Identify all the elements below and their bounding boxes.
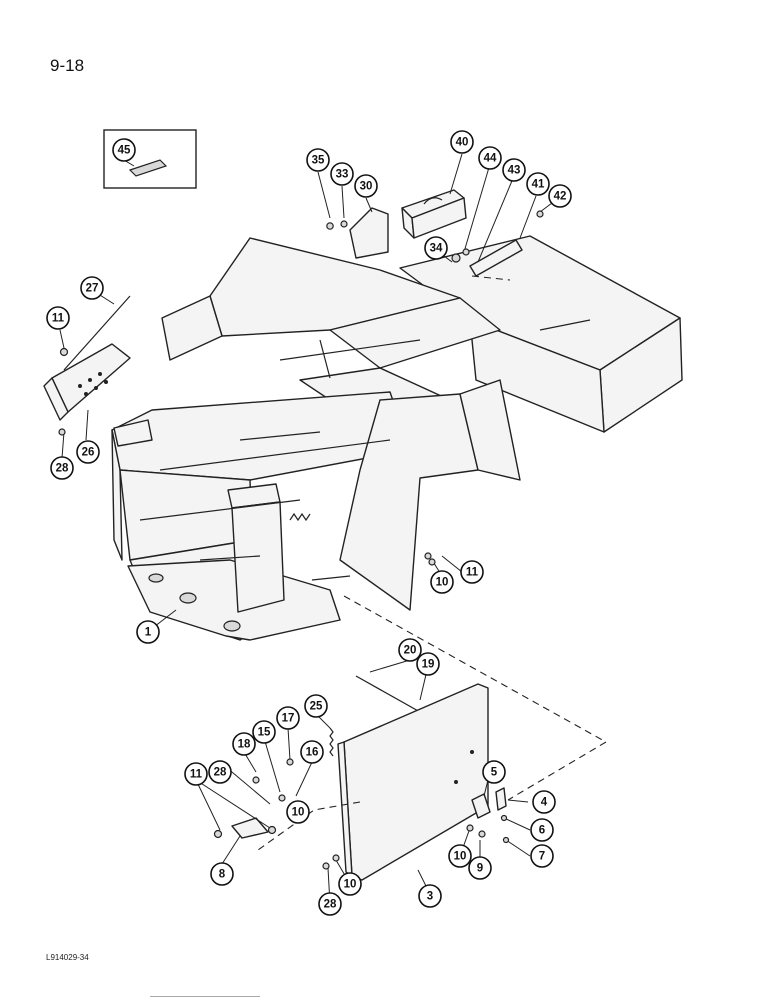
callout-number: 1 [145,627,152,639]
callout-28: 28 [318,892,342,916]
callout-number: 10 [436,577,449,589]
callout-1: 1 [136,620,160,644]
callout-number: 45 [118,145,131,157]
callout-number: 20 [404,645,417,657]
decal-45 [128,159,168,177]
spring-25 [329,727,334,757]
step-26 [43,343,131,421]
callout-42: 42 [548,184,572,208]
bottom-rule [150,996,260,997]
callout-30: 30 [354,174,378,198]
callout-number: 11 [466,567,479,579]
callout-number: 19 [422,659,435,671]
callout-9: 9 [468,856,492,880]
callout-number: 28 [214,767,227,779]
callout-45: 45 [112,138,136,162]
callout-number: 30 [360,181,373,193]
callout-28: 28 [50,456,74,480]
callout-10: 10 [286,800,310,824]
callout-number: 7 [539,851,545,863]
callout-19: 19 [416,652,440,676]
callout-number: 28 [56,463,69,475]
callout-number: 4 [541,797,548,809]
callout-number: 6 [539,825,545,837]
callout-number: 18 [238,739,251,751]
callout-27: 27 [80,276,104,300]
callout-number: 25 [310,701,323,713]
strap-41 [469,239,523,277]
callout-number: 10 [454,851,467,863]
callout-3: 3 [418,884,442,908]
callout-number: 9 [477,863,483,875]
callout-44: 44 [478,146,502,170]
callout-number: 34 [430,243,443,255]
callout-10: 10 [448,844,472,868]
figure-code: L914029-34 [46,953,89,962]
tool-box-40 [401,189,467,239]
main-frame [111,235,683,641]
callout-10: 10 [430,570,454,594]
callout-number: 26 [82,447,95,459]
callout-25: 25 [304,694,328,718]
callout-7: 7 [530,844,554,868]
hardware-dots [58,210,544,870]
callout-41: 41 [526,172,550,196]
assembly-line [343,595,607,743]
callout-number: 5 [491,767,498,779]
callout-18: 18 [232,732,256,756]
callout-number: 40 [456,137,469,149]
decal-inset-box [103,129,197,189]
callout-20: 20 [398,638,422,662]
callout-11: 11 [184,762,208,786]
callout-number: 10 [292,807,305,819]
callout-8: 8 [210,862,234,886]
page-number: 9-18 [50,56,85,75]
callout-layer: 4535333040444341423427112628101112019251… [46,130,572,916]
latch-5 [471,793,491,819]
callout-number: 42 [554,191,567,203]
assembly-line [471,275,511,281]
callout-number: 33 [336,169,349,181]
callout-35: 35 [306,148,330,172]
callout-number: 11 [190,769,203,781]
rod-27 [63,295,131,371]
callout-number: 16 [306,747,319,759]
rod-19 [355,675,421,716]
callout-number: 11 [52,313,65,325]
callout-43: 43 [502,158,526,182]
callout-number: 41 [532,179,545,191]
callout-number: 8 [219,869,226,881]
callout-number: 10 [344,879,357,891]
callout-number: 15 [258,727,271,739]
callout-number: 17 [282,713,295,725]
callout-number: 28 [324,899,337,911]
callout-number: 44 [484,153,497,165]
callout-10: 10 [338,872,362,896]
callout-number: 35 [312,155,325,167]
callout-11: 11 [460,560,484,584]
callout-11: 11 [46,306,70,330]
assembly-line [507,741,607,801]
assembly-line [257,801,361,851]
callout-number: 3 [427,891,433,903]
bracket-30 [349,207,389,259]
callout-number: 43 [508,165,521,177]
callout-number: 27 [86,283,99,295]
callout-5: 5 [482,760,506,784]
callout-26: 26 [76,440,100,464]
hinge-8 [231,817,269,839]
callout-40: 40 [450,130,474,154]
callout-28: 28 [208,760,232,784]
latch-4 [495,787,507,811]
callout-17: 17 [276,706,300,730]
callout-34: 34 [424,236,448,260]
callout-15: 15 [252,720,276,744]
callout-33: 33 [330,162,354,186]
callout-6: 6 [530,818,554,842]
callout-16: 16 [300,740,324,764]
callout-4: 4 [532,790,556,814]
